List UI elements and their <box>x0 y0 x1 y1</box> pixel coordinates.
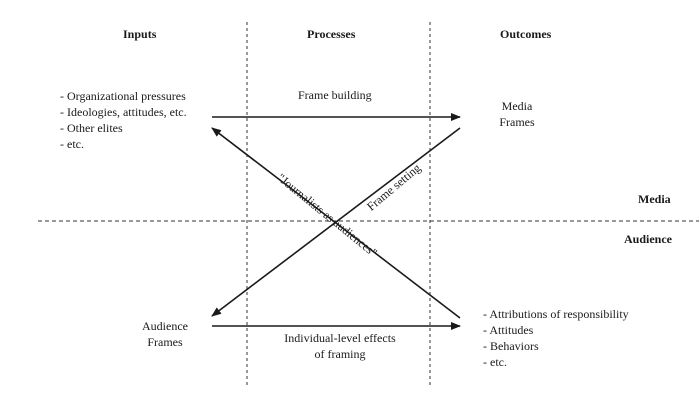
media-frames-line: Media <box>501 99 533 113</box>
inputs-list: - Organizational pressures - Ideologies,… <box>60 88 187 152</box>
outcomes-list-item: - Attributions of responsibility <box>483 307 629 321</box>
inputs-list-item: - Organizational pressures <box>60 89 186 103</box>
column-header-processes: Processes <box>307 27 356 41</box>
media-frames-line: Frames <box>499 115 535 129</box>
audience-frames-line: Audience <box>142 319 188 333</box>
level-label-audience: Audience <box>624 232 672 246</box>
inputs-list-item: - etc. <box>60 137 84 151</box>
individual-effects-line: of framing <box>314 347 366 361</box>
outcomes-list: - Attributions of responsibility - Attit… <box>483 306 629 370</box>
column-header-outcomes: Outcomes <box>500 27 552 41</box>
outcomes-list-item: - etc. <box>483 355 507 369</box>
column-header-inputs: Inputs <box>123 27 157 41</box>
individual-effects-line: Individual-level effects <box>284 331 396 345</box>
inputs-list-item: - Other elites <box>60 121 123 135</box>
audience-frames-line: Frames <box>147 335 183 349</box>
audience-frames-label: Audience Frames <box>135 318 195 350</box>
frame-building-label: Frame building <box>298 88 372 102</box>
inputs-list-item: - Ideologies, attitudes, etc. <box>60 105 187 119</box>
outcomes-list-item: - Behaviors <box>483 339 539 353</box>
individual-effects-label: Individual-level effects of framing <box>270 330 410 362</box>
outcomes-list-item: - Attitudes <box>483 323 534 337</box>
level-label-media: Media <box>638 192 671 206</box>
journalists-as-audiences-arrow <box>211 127 461 319</box>
media-frames-label: Media Frames <box>492 98 542 130</box>
